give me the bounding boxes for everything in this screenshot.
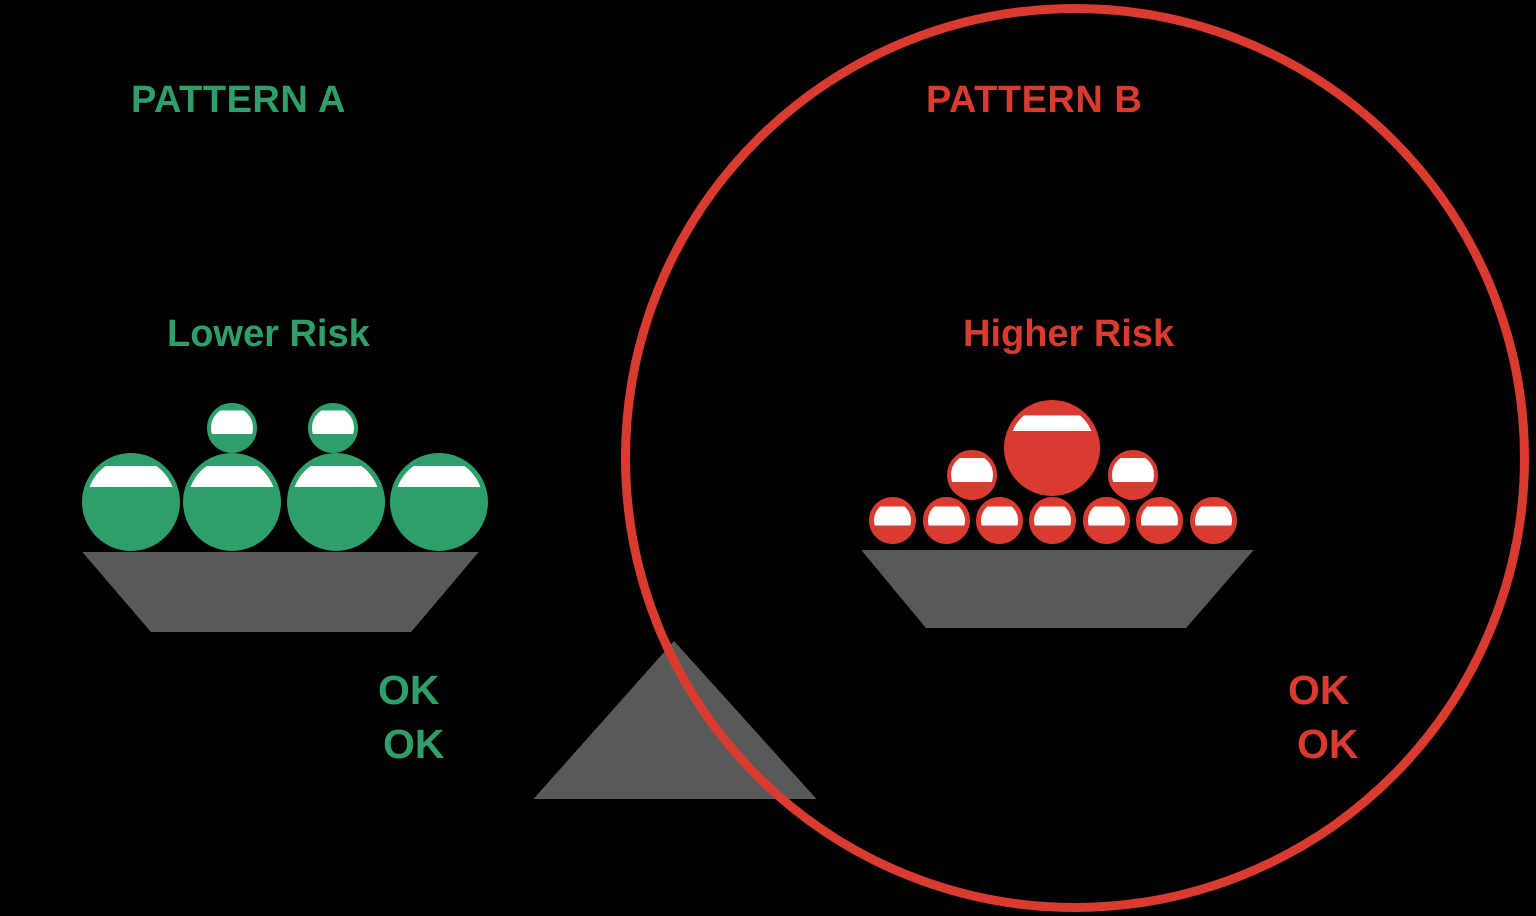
green-ball-small	[207, 403, 257, 453]
green-ball-large	[287, 453, 385, 551]
ok-mark-left-1: OK	[378, 667, 440, 713]
ok-mark-left-2: OK	[383, 721, 445, 767]
pattern-b-highlight-circle	[621, 4, 1529, 912]
pattern-a-title: PATTERN A	[131, 79, 346, 121]
green-ball-large	[183, 453, 281, 551]
left-tray	[73, 548, 488, 636]
green-ball-large	[82, 453, 180, 551]
green-ball-large	[390, 453, 488, 551]
lower-risk-label: Lower Risk	[167, 313, 370, 355]
green-ball-small	[308, 403, 358, 453]
